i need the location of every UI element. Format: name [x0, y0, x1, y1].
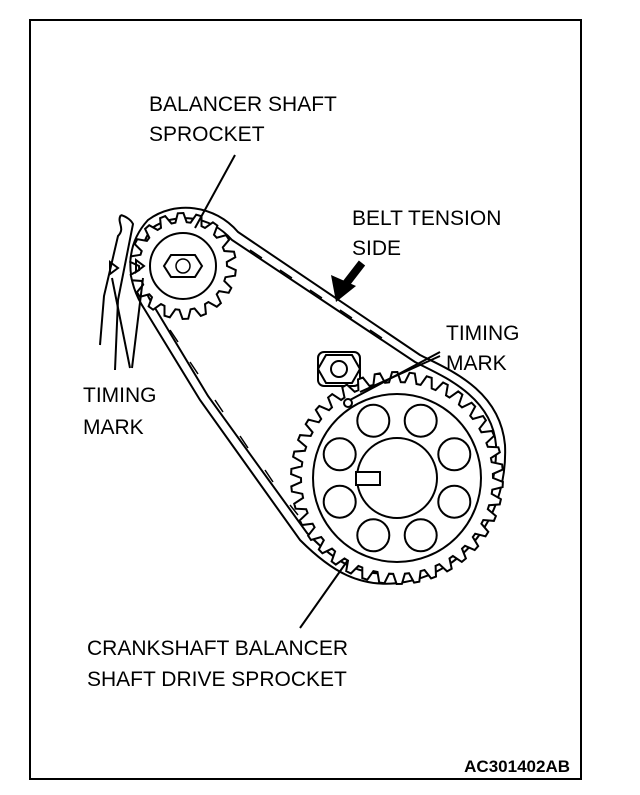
timing-mark-left-label-line1: TIMING: [83, 384, 157, 407]
balancer-sprocket-bolt: [162, 254, 204, 278]
figure-code: AC301402AB: [464, 757, 570, 776]
leader-lines: [111, 154, 441, 629]
crankshaft-hole: [322, 437, 357, 472]
belt-tension-label-line2: SIDE: [352, 237, 401, 260]
tensioner-bolt: [316, 351, 362, 387]
crankshaft-hole: [322, 484, 357, 519]
crankshaft-hole: [437, 437, 472, 472]
crankshaft-hole: [356, 518, 391, 553]
crankshaft-sprocket: [290, 370, 504, 586]
timing-mark-left-label-line2: MARK: [83, 416, 144, 439]
crankshaft-hole: [437, 484, 472, 519]
timing-mark-right-label-line2: MARK: [446, 352, 507, 375]
balancer-sprocket-label-line2: SPROCKET: [149, 123, 265, 146]
balancer-sprocket-label-line1: BALANCER SHAFT: [149, 93, 337, 116]
balancer-sprocket-bolt-center: [175, 258, 191, 274]
engine-block-edge: [99, 214, 135, 371]
crankshaft-label-line2: SHAFT DRIVE SPROCKET: [87, 668, 347, 691]
crankshaft-key: [355, 471, 381, 486]
crankshaft-label-line1: CRANKSHAFT BALANCER: [87, 637, 348, 660]
timing-mark-symbols: [109, 258, 353, 408]
crankshaft-hole: [403, 518, 438, 553]
crankshaft-hole: [356, 403, 391, 438]
crankshaft-sprocket-rim: [312, 393, 482, 563]
belt-tension-arrow: [331, 260, 366, 302]
figure-frame: [29, 19, 582, 780]
balancer-shaft-sprocket: [129, 211, 237, 321]
timing-mark-right-label-line1: TIMING: [446, 322, 520, 345]
belt-tension-label-line1: BELT TENSION: [352, 207, 501, 230]
crankshaft-holes: [322, 403, 472, 553]
crankshaft-hole: [403, 403, 438, 438]
